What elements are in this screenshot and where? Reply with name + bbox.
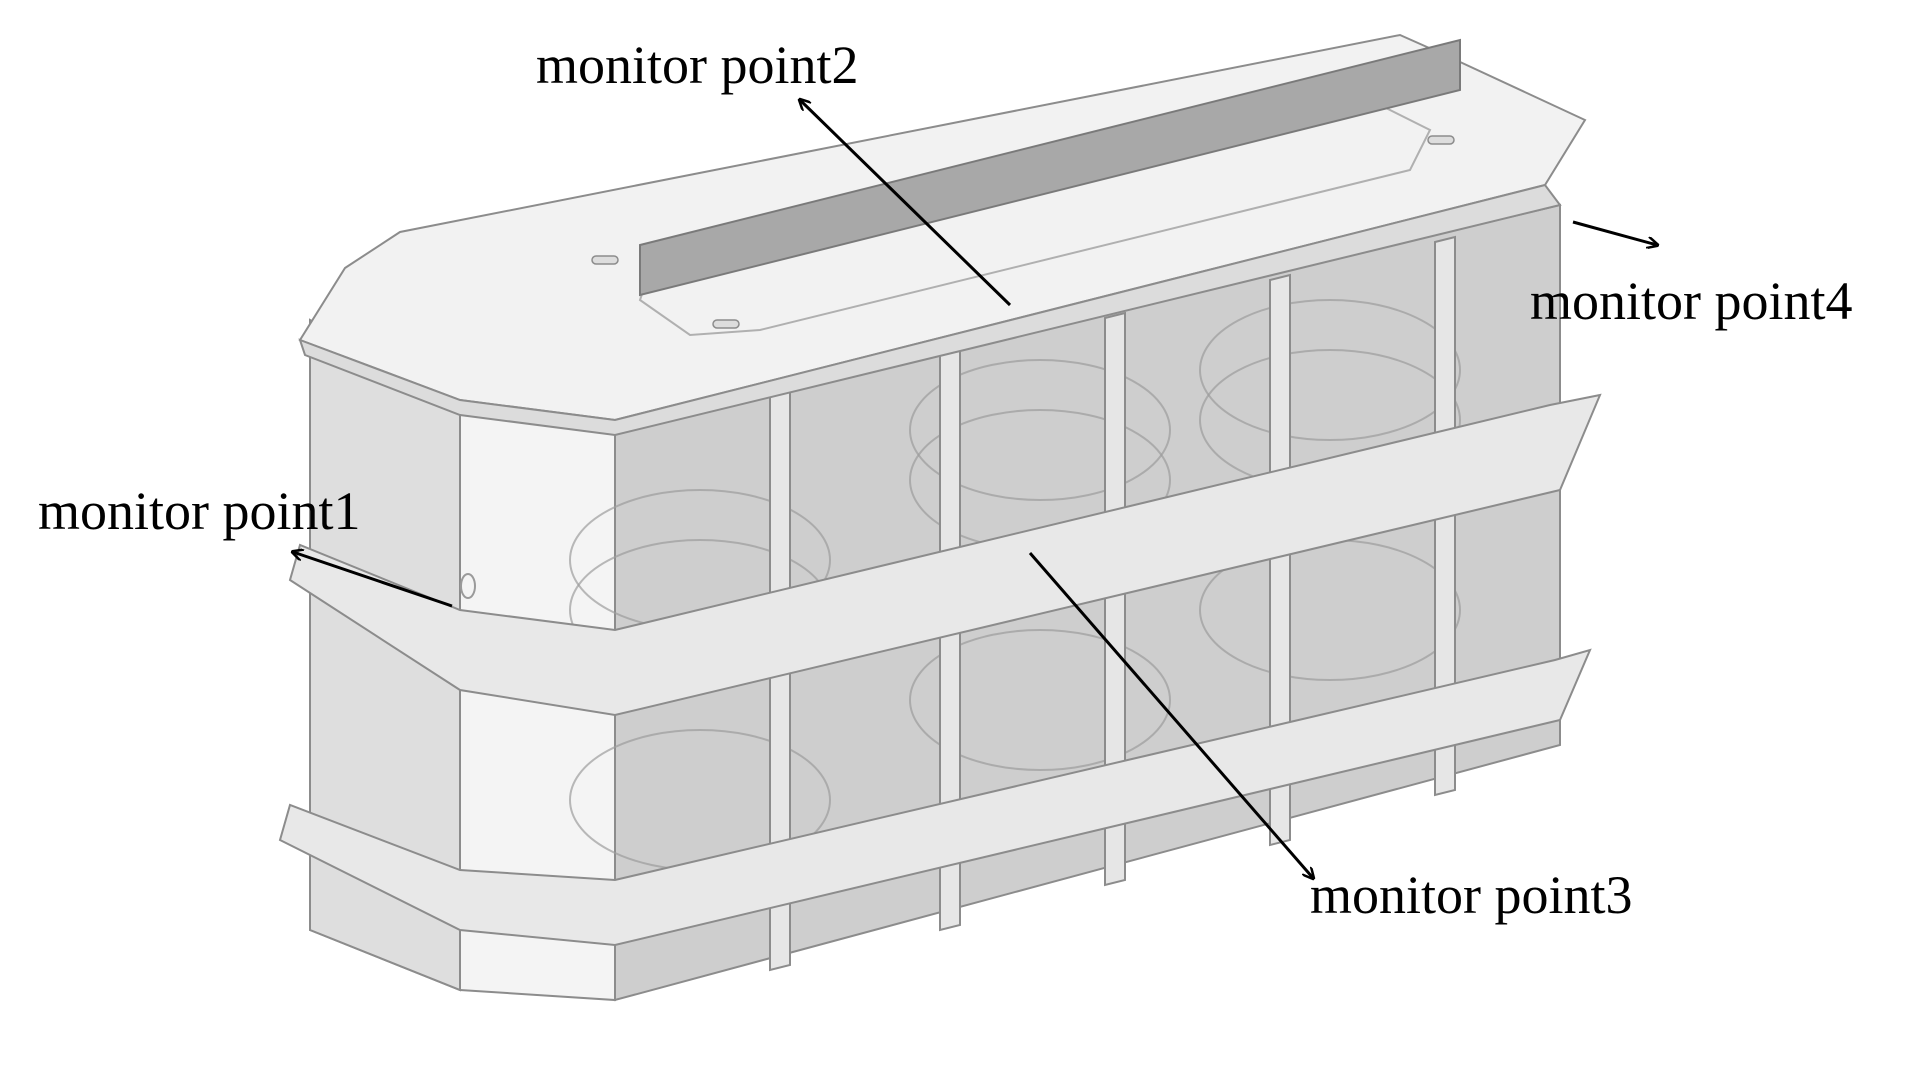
internal-baffles bbox=[569, 299, 1461, 871]
arrow-point1 bbox=[293, 552, 453, 608]
label-monitor-point1: monitor point1 bbox=[38, 481, 361, 541]
label-monitor-point3: monitor point3 bbox=[1310, 865, 1633, 925]
annotation-arrows bbox=[293, 100, 1657, 878]
arrow-point4 bbox=[1572, 220, 1657, 245]
horizontal-bands bbox=[278, 393, 1602, 947]
sensor-dot bbox=[460, 573, 476, 599]
label-monitor-point4: monitor point4 bbox=[1530, 271, 1853, 331]
arrow-point2 bbox=[800, 100, 1012, 307]
arrow-point3 bbox=[1028, 552, 1313, 878]
top-baffle-plate bbox=[639, 38, 1461, 297]
label-monitor-point2: monitor point2 bbox=[536, 35, 859, 95]
lid-slots bbox=[591, 135, 1455, 329]
tank-top-rim bbox=[298, 183, 1562, 437]
